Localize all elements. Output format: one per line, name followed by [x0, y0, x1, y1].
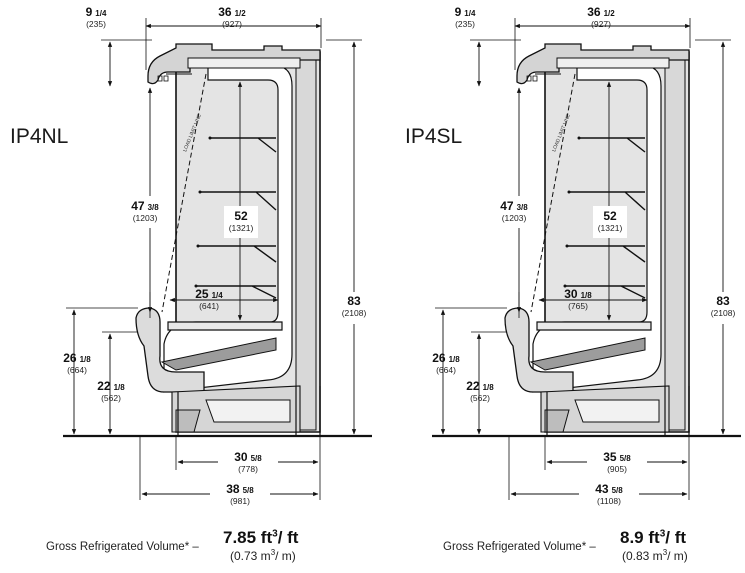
volume-metric: (0.73 m3/ m) [230, 548, 296, 563]
dim-metric: (235) [86, 19, 106, 29]
dim-metric: (562) [470, 393, 490, 403]
dim-shelf-height: 52(1321) [229, 209, 254, 233]
dim-metric: (981) [230, 496, 250, 506]
dim-overall-height: 83(2108) [711, 294, 736, 318]
dim-metric: (2108) [711, 308, 736, 318]
dim-metric: (562) [101, 393, 121, 403]
dim-metric: (1321) [598, 223, 623, 233]
volume-label: Gross Refrigerated Volume* – [443, 541, 596, 553]
dim-metric: (2108) [342, 308, 367, 318]
dim-metric: (905) [607, 464, 627, 474]
volume-imperial: 7.85 ft3/ ft [223, 528, 299, 547]
dim-metric: (778) [238, 464, 258, 474]
dim-value: 83 [347, 294, 361, 308]
dim-value: 52 [234, 209, 248, 223]
dim-shelf-height: 52(1321) [598, 209, 623, 233]
dim-metric: (664) [67, 365, 87, 375]
dim-metric: (927) [591, 19, 611, 29]
dim-value: 52 [603, 209, 617, 223]
model-name: IP4SL [405, 125, 462, 148]
dim-overall-height: 83(2108) [342, 294, 367, 318]
dim-metric: (641) [199, 301, 219, 311]
dim-metric: (765) [568, 301, 588, 311]
dim-metric: (664) [436, 365, 456, 375]
volume-label: Gross Refrigerated Volume* – [46, 541, 199, 553]
dim-metric: (1203) [502, 213, 527, 223]
dim-metric: (1108) [597, 496, 621, 506]
unit-1: IP4NL LOAD LIMIT LINE [10, 113, 203, 153]
dim-metric: (927) [222, 19, 242, 29]
dim-metric: (1203) [133, 213, 158, 223]
dim-metric: (235) [455, 19, 475, 29]
model-name: IP4NL [10, 125, 68, 148]
dim-metric: (1321) [229, 223, 254, 233]
volume-metric: (0.83 m3/ m) [622, 548, 688, 563]
volume-imperial: 8.9 ft3/ ft [620, 528, 687, 547]
dim-value: 83 [716, 294, 730, 308]
